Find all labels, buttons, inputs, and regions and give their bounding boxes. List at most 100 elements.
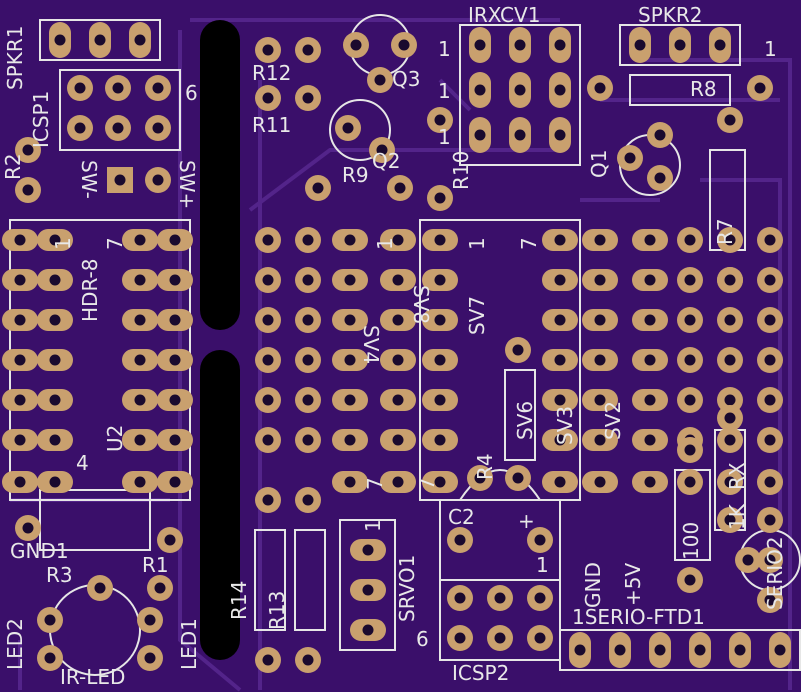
pad-r11 bbox=[255, 85, 281, 111]
pad-spkr2 bbox=[629, 27, 651, 63]
pad-irxcv1 bbox=[549, 27, 571, 63]
pad-hdr8 bbox=[2, 309, 38, 331]
pad-sv3-sv2 bbox=[582, 269, 618, 291]
pad-sv3-sv2 bbox=[582, 429, 618, 451]
label-serio2: SERIO2 bbox=[763, 536, 787, 610]
pad-spkr1 bbox=[49, 22, 71, 58]
label-u2: U2 bbox=[103, 425, 127, 452]
label-sv2: SV2 bbox=[601, 401, 625, 440]
label-sv-pin7a: 7 bbox=[517, 237, 541, 250]
pad-sv-right bbox=[632, 349, 668, 371]
pad-sv4-sv8 bbox=[380, 269, 416, 291]
pad-icsp1 bbox=[67, 75, 93, 101]
pad-r12 bbox=[255, 37, 281, 63]
pad-c2 bbox=[527, 527, 553, 553]
pad-sv4-sv8 bbox=[332, 429, 368, 451]
pad-r13 bbox=[295, 647, 321, 673]
pad-hdr8 bbox=[122, 269, 158, 291]
pad-serio-ftd1 bbox=[689, 632, 711, 668]
pad-hdr8 bbox=[157, 429, 193, 451]
pad-r100 bbox=[677, 567, 703, 593]
pad-irxcv1 bbox=[509, 27, 531, 63]
label-four: 4 bbox=[76, 451, 89, 475]
pad-irxcv1 bbox=[549, 72, 571, 108]
pad-gnd1 bbox=[15, 515, 41, 541]
pad-r3 bbox=[147, 575, 173, 601]
pad-sw bbox=[145, 167, 171, 193]
pad-icsp2 bbox=[487, 625, 513, 651]
pad-r10 bbox=[427, 185, 453, 211]
pad-srvo1 bbox=[350, 539, 386, 561]
pad-grid bbox=[295, 227, 321, 253]
pad-sv6 bbox=[505, 337, 531, 363]
pad-sv-right bbox=[632, 389, 668, 411]
pad-hdr8 bbox=[122, 429, 158, 451]
pad-icsp2 bbox=[527, 625, 553, 651]
label-icsp1: ICSP1 bbox=[29, 91, 53, 148]
label-sv4: SV4 bbox=[359, 325, 383, 364]
pad-hdr8 bbox=[157, 269, 193, 291]
pad-q1 bbox=[647, 165, 673, 191]
label-gnd1: GND1 bbox=[10, 539, 69, 563]
label-1k: 1K bbox=[725, 503, 749, 530]
pad-serio2 bbox=[757, 547, 783, 573]
pad-sv3-sv2 bbox=[542, 309, 578, 331]
pad-r14 bbox=[255, 487, 281, 513]
label-q1: Q1 bbox=[587, 150, 611, 178]
label-r100: 100 bbox=[679, 522, 703, 560]
pad-irxcv1 bbox=[469, 27, 491, 63]
pad-grid-right bbox=[757, 227, 783, 253]
pad-r1 bbox=[157, 527, 183, 553]
pad-grid bbox=[255, 347, 281, 373]
pad-grid bbox=[255, 227, 281, 253]
label-sw-minus: SW- bbox=[77, 160, 101, 199]
pad-sv7 bbox=[422, 471, 458, 493]
pad-c2 bbox=[447, 527, 473, 553]
label-r3: R3 bbox=[46, 563, 73, 587]
label-irx-pin1b: 1 bbox=[438, 79, 451, 103]
pad-sv3-sv2 bbox=[542, 389, 578, 411]
pad-sv4-sv8 bbox=[332, 269, 368, 291]
label-r8: R8 bbox=[690, 77, 717, 101]
pad-srvo1 bbox=[350, 619, 386, 641]
label-icsp1-pin6: 6 bbox=[185, 81, 198, 105]
pad-r9 bbox=[305, 175, 331, 201]
pad-grid-right bbox=[717, 267, 743, 293]
pad-q2 bbox=[369, 137, 395, 163]
pad-led1 bbox=[137, 645, 163, 671]
pad-grid-right bbox=[677, 469, 703, 495]
label-irxcv1: IRXCV1 bbox=[468, 3, 540, 27]
label-r2: R2 bbox=[1, 153, 25, 180]
label-c2-one: 1 bbox=[536, 553, 549, 577]
label-rx: RX bbox=[725, 462, 749, 490]
pad-hdr8 bbox=[2, 349, 38, 371]
pad-hdr8 bbox=[122, 389, 158, 411]
pad-serio-ftd1 bbox=[569, 632, 591, 668]
pad-sv4-sv8 bbox=[380, 429, 416, 451]
pad-r4 bbox=[467, 465, 493, 491]
pad-sv7 bbox=[422, 229, 458, 251]
pad-grid bbox=[255, 427, 281, 453]
pad-hdr8 bbox=[37, 229, 73, 251]
pad-hdr8 bbox=[2, 269, 38, 291]
pad-sv3-sv2 bbox=[582, 309, 618, 331]
pad-grid-right bbox=[717, 227, 743, 253]
label-irx-pin1a: 1 bbox=[438, 37, 451, 61]
mounting-slot-top bbox=[200, 20, 240, 330]
pad-sv-right bbox=[632, 471, 668, 493]
pad-hdr8 bbox=[122, 309, 158, 331]
label-sv-pin1b: 1 bbox=[465, 237, 489, 250]
pad-grid-right bbox=[677, 387, 703, 413]
label-hdr-pin1: 1 bbox=[51, 237, 75, 250]
pad-grid-right bbox=[757, 387, 783, 413]
pad-icsp1 bbox=[67, 115, 93, 141]
label-icsp2: ICSP2 bbox=[452, 661, 509, 685]
pad-icsp2 bbox=[447, 625, 473, 651]
pad-hdr8 bbox=[37, 389, 73, 411]
pad-r2 bbox=[15, 177, 41, 203]
label-spkr2: SPKR2 bbox=[638, 3, 703, 27]
pad-srvo1 bbox=[350, 579, 386, 601]
pad-q2 bbox=[335, 115, 361, 141]
label-c2: C2 bbox=[448, 505, 475, 529]
